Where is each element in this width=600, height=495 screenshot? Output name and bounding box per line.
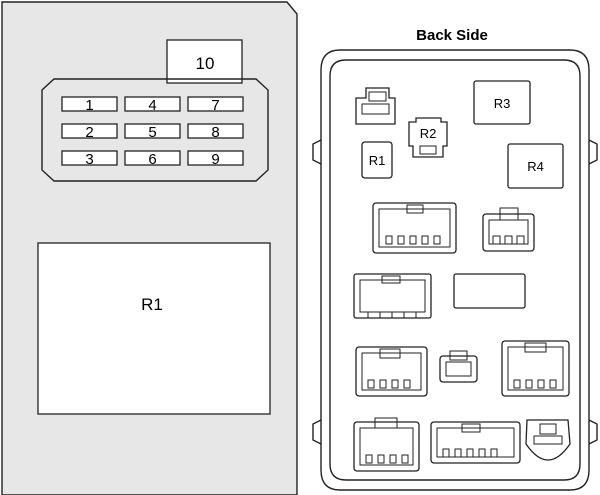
left-tab-1 [312,139,322,165]
fuse-1-label: 1 [85,97,93,114]
fuse-6: 6 [124,150,181,168]
relay-r1-back-label: R1 [369,153,386,168]
connector-row4-right [525,419,571,461]
relay-r2: R2 [408,117,448,158]
fuse-2: 2 [61,123,118,141]
connector-row3-right [501,340,570,397]
connector-small-right [482,207,535,252]
fuse-block: 1 4 7 2 5 8 [41,78,269,182]
fuse-10-label: 10 [196,54,215,73]
right-tab-2 [588,419,598,445]
fuse-5: 5 [124,123,181,141]
back-panel-outer [320,49,590,491]
fuse-8-label: 8 [211,124,219,141]
fuse-2-label: 2 [85,124,93,141]
relay-r4: R4 [507,143,564,189]
connector-small-top [355,87,396,125]
connector-row3-mid [439,350,478,383]
back-panel-inner [329,59,581,481]
connector-medium [372,202,457,254]
fuse-9: 9 [187,150,244,168]
fuse-block-outline [41,78,269,182]
fuse-4: 4 [124,96,181,114]
connector-row3-left [355,346,428,397]
front-panel: 10 1 4 7 2 5 [1,1,298,495]
back-panel: Back Side R3 R4 R1 R2 [312,27,598,491]
fuse-4-label: 4 [148,97,156,114]
right-tab-1 [588,139,598,165]
left-tab-2 [312,419,322,445]
fuse-3: 3 [61,150,118,168]
fuse-6-label: 6 [148,151,156,168]
relay-r1-back: R1 [361,141,393,179]
fuse-5-label: 5 [148,124,156,141]
fuse-1: 1 [61,96,118,114]
empty-relay-slot [453,273,526,309]
fuse-9-label: 9 [211,151,219,168]
back-side-title: Back Side [416,27,488,44]
relay-r4-label: R4 [527,159,544,174]
fuse-7: 7 [187,96,244,114]
fuse-8: 8 [187,123,244,141]
relay-r2-label: R2 [420,126,437,141]
fuse-7-label: 7 [211,97,219,114]
relay-r3: R3 [473,80,531,125]
relay-r1-large: R1 [37,242,271,415]
connector-wide [353,273,432,319]
relay-r3-label: R3 [494,96,511,111]
fuse-10: 10 [166,39,243,84]
fuse-3-label: 3 [85,151,93,168]
connector-row4-left [353,417,420,472]
connector-row4-mid [430,421,521,464]
relay-r1-large-label: R1 [141,295,163,314]
